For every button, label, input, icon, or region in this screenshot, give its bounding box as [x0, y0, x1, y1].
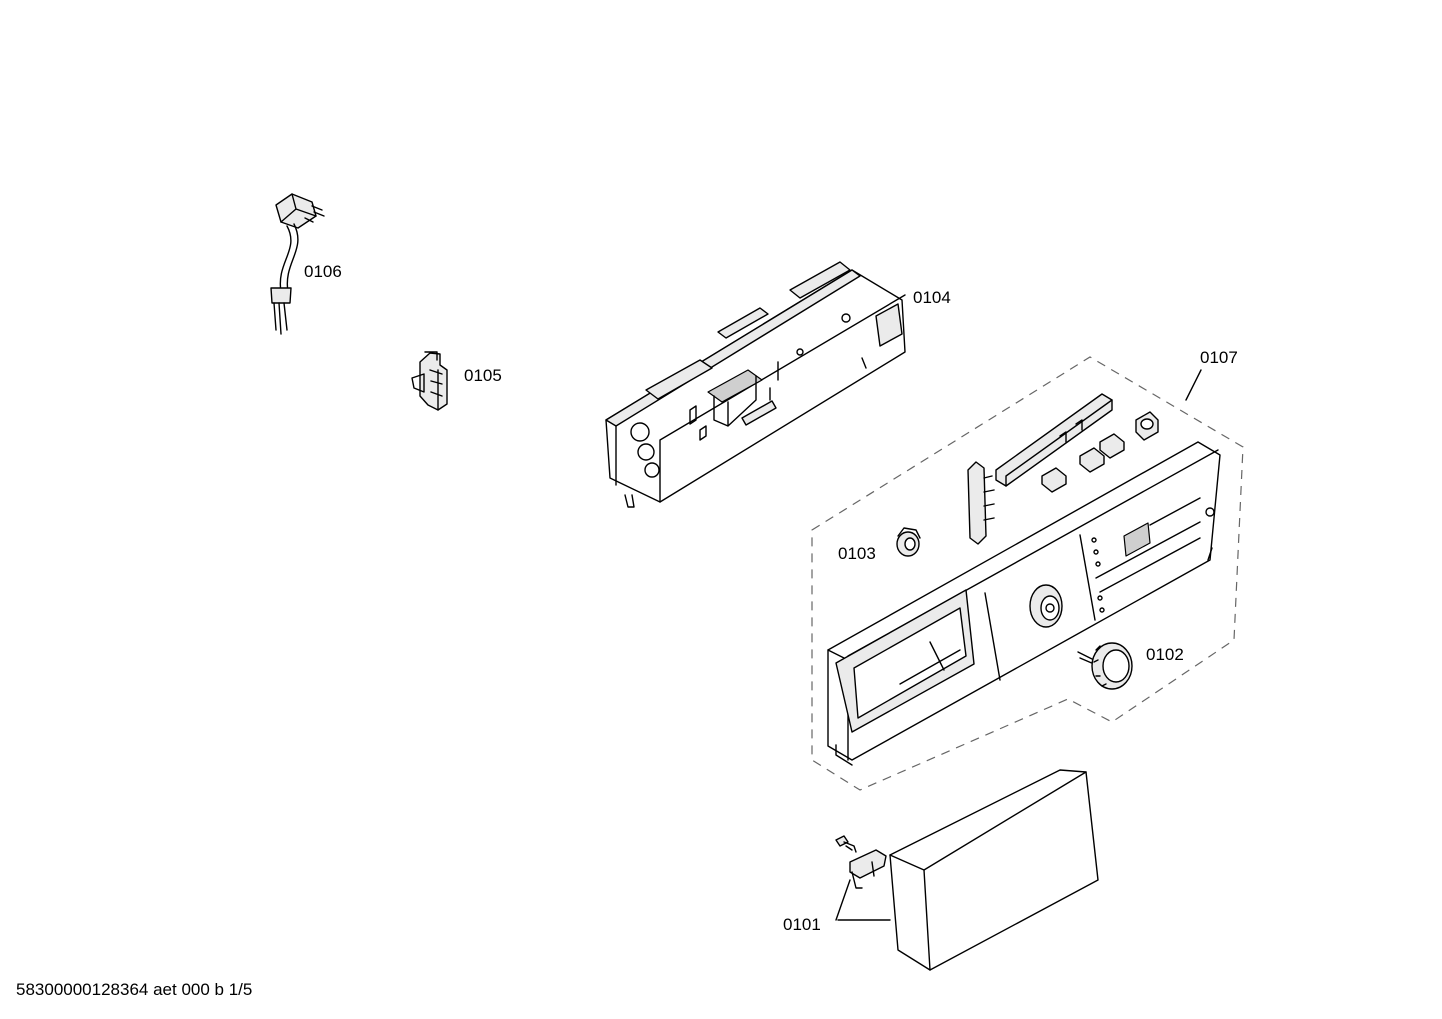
- group-0107-dashed-outline: [811, 356, 1244, 791]
- part-label-0107: 0107: [1200, 348, 1238, 367]
- mains-cable-plug-drawing: [270, 193, 325, 335]
- switch-parts-drawing: [967, 393, 1159, 545]
- leader-line-0107: [1185, 369, 1202, 401]
- part-label-0104: 0104: [913, 288, 951, 307]
- part-label-0102: 0102: [1146, 645, 1184, 664]
- front-panel-drawing: [827, 441, 1221, 766]
- control-module-drawing: [605, 261, 906, 508]
- drawing-reference-footer: 58300000128364 aet 000 b 1/5: [16, 980, 253, 999]
- drawer-handle-drawing: [835, 769, 1099, 971]
- selector-knob-drawing: [1077, 642, 1133, 690]
- small-bracket-drawing: [411, 351, 448, 411]
- part-label-0105: 0105: [464, 366, 502, 385]
- part-label-0106: 0106: [304, 262, 342, 281]
- part-label-0103: 0103: [838, 544, 876, 563]
- part-label-0101: 0101: [783, 915, 821, 934]
- small-knob-drawing: [896, 527, 921, 557]
